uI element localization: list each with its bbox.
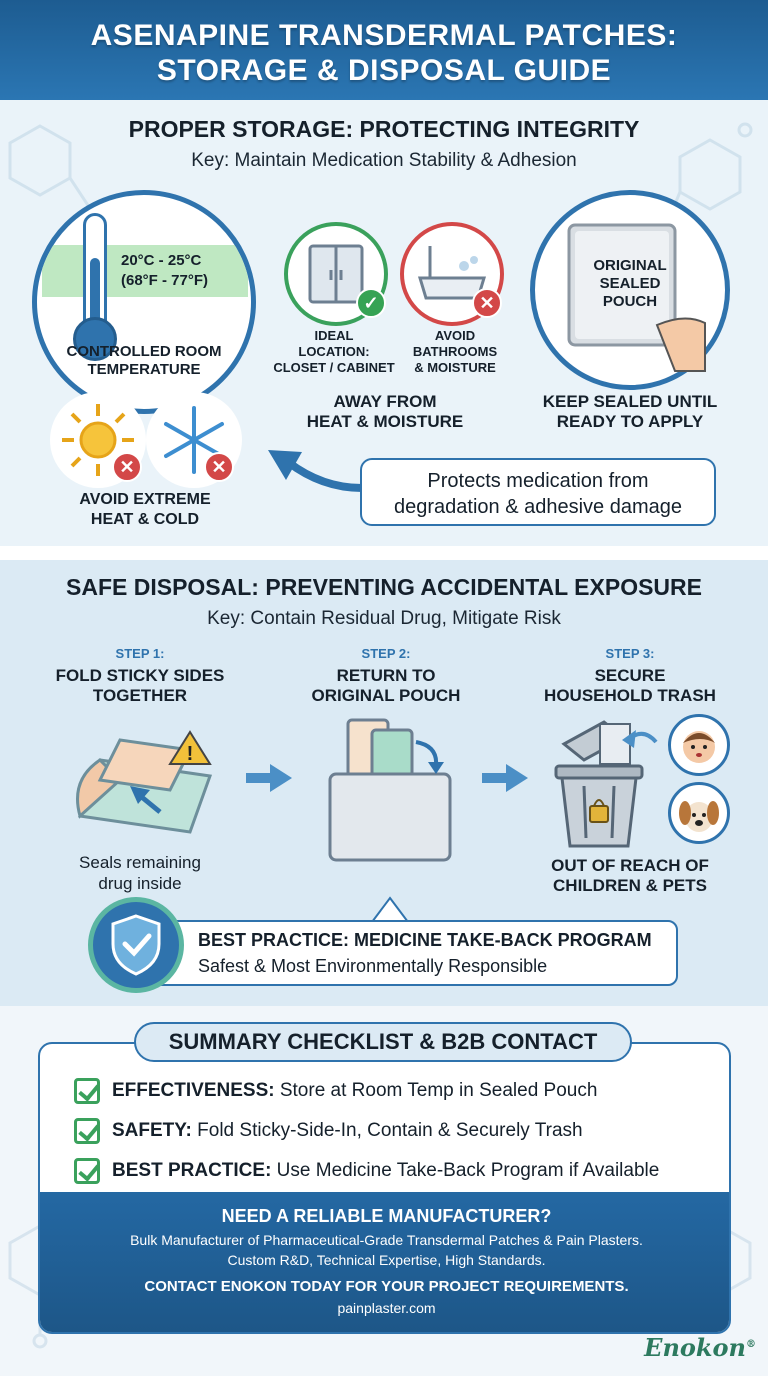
pouch-return-icon: [328, 718, 452, 862]
keep-sealed-label: KEEP SEALED UNTIL READY TO APPLY: [542, 392, 718, 431]
ideal-location-label: IDEAL LOCATION: CLOSET / CABINET: [273, 328, 395, 375]
cabinet-circle: ✓: [284, 222, 388, 326]
avoid-x-icon: ✕: [204, 452, 234, 482]
summary-card: EFFECTIVENESS: Store at Room Temp in Sea…: [38, 1042, 731, 1334]
page-title-line-2: STORAGE & DISPOSAL GUIDE: [156, 54, 612, 87]
brand-logo: Enokon®: [644, 1333, 756, 1362]
bathtub-icon: [417, 246, 487, 300]
svg-text:!: !: [187, 743, 194, 765]
header-banner: ASENAPINE TRANSDERMAL PATCHES: STORAGE &…: [0, 0, 768, 100]
step-arrow-icon: [246, 764, 292, 792]
thermometer-bulb: [73, 317, 117, 361]
pet-circle: [668, 782, 730, 844]
contact-description: Bulk Manufacturer of Pharmaceutical-Grad…: [130, 1232, 643, 1248]
away-from-heat-label: AWAY FROM HEAT & MOISTURE: [306, 392, 464, 431]
avoid-extreme-label: AVOID EXTREME HEAT & COLD: [79, 491, 211, 528]
step-1-title: FOLD STICKY SIDES TOGETHER: [55, 666, 225, 705]
curved-arrow-icon: [622, 730, 658, 748]
storage-subtitle: Key: Maintain Medication Stability & Adh…: [191, 150, 577, 171]
best-practice-subtitle: Safest & Most Environmentally Responsibl…: [198, 956, 548, 976]
step-3-note: OUT OF REACH OF CHILDREN & PETS: [551, 856, 709, 895]
contact-cta: CONTACT ENOKON TODAY FOR YOUR PROJECT RE…: [144, 1278, 629, 1295]
shield-check-icon: [111, 914, 161, 976]
temperature-range: 20°C - 25°C (68°F - 77°F): [121, 251, 208, 291]
sun-icon: [62, 404, 134, 476]
avoid-bathroom-label: AVOID BATHROOMS & MOISTURE: [412, 328, 498, 375]
curved-arrow-icon: [268, 450, 363, 492]
best-practice-box: BEST PRACTICE: MEDICINE TAKE-BACK PROGRA…: [140, 920, 678, 986]
dog-face-icon: [679, 801, 719, 832]
contact-features: Custom R&D, Technical Expertise, High St…: [227, 1252, 546, 1268]
step-arrow-icon: [482, 764, 528, 792]
step-1-label: STEP 1:: [115, 646, 165, 661]
step-2-label: STEP 2:: [361, 646, 411, 661]
controlled-room-temp-label: CONTROLLED ROOM TEMPERATURE: [66, 343, 222, 378]
avoid-x-icon: ✕: [112, 452, 142, 482]
step-3-title: SECURE HOUSEHOLD TRASH: [544, 666, 716, 705]
step-2-title: RETURN TO ORIGINAL POUCH: [311, 666, 461, 705]
checkbox-checked-icon: [74, 1118, 100, 1144]
disposal-subtitle: Key: Contain Residual Drug, Mitigate Ris…: [207, 608, 561, 629]
page-title-line-1: ASENAPINE TRANSDERMAL PATCHES:: [90, 19, 678, 52]
summary-title: SUMMARY CHECKLIST & B2B CONTACT: [134, 1022, 632, 1062]
section-divider: [0, 546, 768, 560]
child-circle: [668, 714, 730, 776]
pouch-circle: ORIGINAL SEALED POUCH: [530, 190, 730, 390]
checkbox-checked-icon: [74, 1158, 100, 1184]
storage-title: PROPER STORAGE: PROTECTING INTEGRITY: [128, 116, 640, 142]
shield-circle: [88, 897, 184, 993]
best-practice-title: BEST PRACTICE: MEDICINE TAKE-BACK PROGRA…: [198, 930, 652, 950]
temperature-circle: 20°C - 25°C (68°F - 77°F) CONTROLLED ROO…: [32, 190, 256, 414]
folded-patch-icon: !: [76, 730, 213, 834]
sealed-pouch-icon: [567, 223, 706, 372]
step-3-label: STEP 3:: [605, 646, 655, 661]
child-face-icon: [683, 731, 715, 763]
snowflake-icon: [164, 406, 224, 474]
bathroom-circle: ✕: [400, 222, 504, 326]
original-pouch-label: ORIGINAL SEALED POUCH: [593, 257, 667, 310]
temp-fahrenheit: (68°F - 77°F): [121, 272, 209, 289]
snow-circle: ✕: [146, 392, 242, 488]
step-1-note: Seals remaining drug inside: [79, 853, 201, 893]
avoid-x-icon: ✕: [472, 288, 502, 318]
temperature-range-band: [42, 245, 248, 297]
sun-circle: ✕: [50, 392, 146, 488]
thermometer-icon: [83, 213, 107, 331]
temp-celsius: 20°C - 25°C: [121, 252, 202, 269]
contact-panel: NEED A RELIABLE MANUFACTURER? Bulk Manuf…: [40, 1192, 729, 1332]
contact-headline: NEED A RELIABLE MANUFACTURER?: [221, 1206, 552, 1226]
approved-check-icon: ✓: [356, 288, 386, 318]
website-link[interactable]: painplaster.com: [337, 1300, 436, 1316]
locked-trash-icon: [554, 720, 644, 848]
checkbox-checked-icon: [74, 1078, 100, 1104]
disposal-title: SAFE DISPOSAL: PREVENTING ACCIDENTAL EXP…: [66, 574, 702, 600]
cabinet-icon: [308, 244, 364, 304]
storage-callout: Protects medication from degradation & a…: [360, 458, 716, 526]
